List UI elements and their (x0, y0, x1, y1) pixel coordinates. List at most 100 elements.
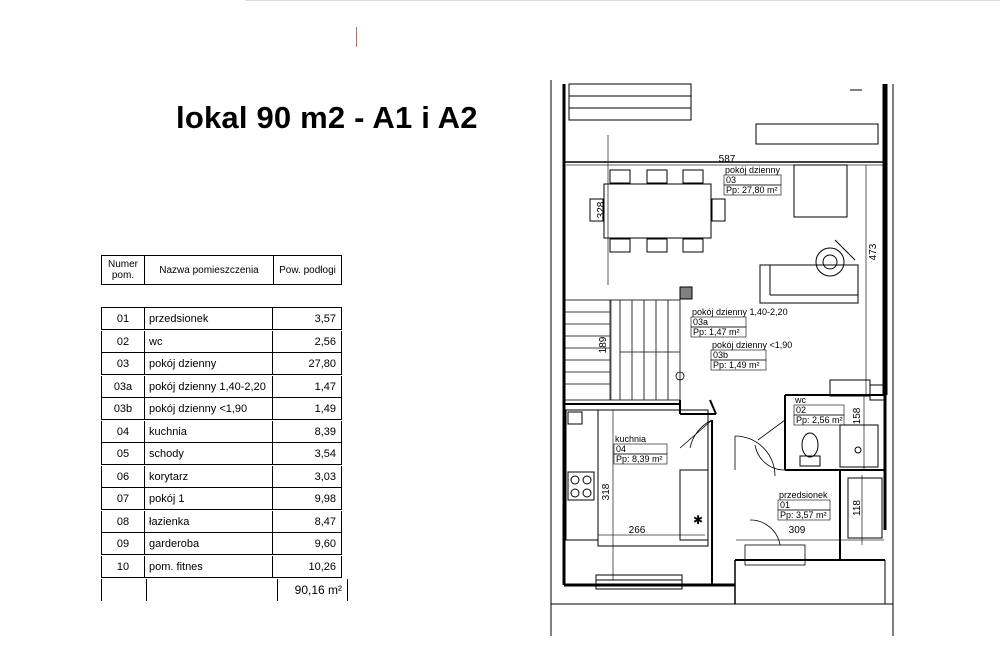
row-num: 04 (101, 420, 145, 443)
row-num: 02 (101, 330, 145, 353)
row-area: 9,98 (273, 488, 342, 510)
dim-kitchen-height: 318 (601, 483, 612, 500)
top-window (568, 83, 879, 145)
row-name: kuchnia (145, 420, 273, 443)
row-name: wc (145, 330, 273, 353)
room-03a-area: Pp: 1,47 m² (693, 327, 740, 337)
wc-fixtures (799, 379, 886, 539)
dimension-labels: 587 328 473 189 318 266 309 158 118 (596, 154, 879, 536)
room-03b-num: 03b (713, 350, 728, 360)
coffee-table (793, 164, 848, 218)
row-area: 8,39 (273, 420, 342, 443)
row-area: 3,54 (273, 443, 342, 465)
row-name: pom. fitnes (145, 555, 273, 578)
room-label-01: przedsionek 01 Pp: 3,57 m² (777, 490, 831, 521)
doors (679, 419, 786, 546)
row-name: garderoba (145, 533, 273, 555)
row-num: 03 (101, 353, 145, 375)
row-area: 10,26 (273, 555, 342, 578)
red-tick-mark (356, 27, 357, 47)
row-name: pokój dzienny (145, 353, 273, 375)
row-num: 10 (101, 555, 145, 578)
room-04-num: 04 (616, 444, 626, 454)
dim-stairs: 189 (598, 336, 609, 353)
kitchen-counter (565, 409, 709, 547)
dim-wc-height: 158 (852, 407, 863, 424)
row-area: 9,60 (273, 533, 342, 555)
dining-table (589, 169, 726, 253)
total-num-cell (101, 579, 147, 601)
dim-height-right: 473 (868, 243, 879, 260)
entrance-steps (744, 544, 806, 566)
star-mark: ✱ (693, 513, 703, 527)
row-area: 3,03 (273, 465, 342, 488)
bottom-window (595, 574, 683, 590)
room-label-03: pokój dzienny 03 Pp: 27,80 m² (723, 165, 782, 196)
total-name-cell (145, 579, 278, 601)
room-04-area: Pp: 8,39 m² (616, 454, 663, 464)
room-02-area: Pp: 2,56 m² (796, 415, 843, 425)
row-name: przedsionek (145, 308, 273, 330)
room-01-num: 01 (780, 500, 790, 510)
room-label-03b: pokój dzienny <1,90 03b Pp: 1,49 m² (710, 340, 792, 371)
row-name: łazienka (145, 510, 273, 533)
row-area: 1,47 (273, 375, 342, 398)
row-area: 8,47 (273, 510, 342, 533)
row-num: 03a (101, 375, 145, 398)
page-title: lokal 90 m2 - A1 i A2 (176, 100, 478, 135)
row-num: 09 (101, 533, 145, 555)
row-name: korytarz (145, 465, 273, 488)
dim-width-top: 587 (719, 154, 736, 165)
room-03-area: Pp: 27,80 m² (726, 185, 778, 195)
room-03a-num: 03a (693, 317, 708, 327)
dim-height-left: 328 (596, 201, 607, 218)
room-label-02: wc 02 Pp: 2,56 m² (793, 395, 845, 426)
room-03b-area: Pp: 1,49 m² (713, 360, 760, 370)
stairs (563, 299, 685, 401)
header-area: Pow. podłogi (273, 255, 342, 285)
room-03-name: pokój dzienny (725, 165, 781, 175)
room-label-04: kuchnia 04 Pp: 8,39 m² (613, 434, 668, 465)
row-num: 07 (101, 488, 145, 510)
row-num: 03b (101, 398, 145, 420)
room-label-03a: pokój dzienny 1,40-2,20 03a Pp: 1,47 m² (690, 307, 788, 338)
room-02-name: wc (794, 395, 806, 405)
row-area: 2,56 (273, 330, 342, 353)
total-row: 90,16 m² (101, 579, 348, 601)
room-01-name: przedsionek (779, 490, 828, 500)
rows-top-border (101, 307, 342, 308)
top-edge-line (245, 0, 1000, 1)
row-num: 05 (101, 443, 145, 465)
row-num: 06 (101, 465, 145, 488)
room-03-num: 03 (726, 175, 736, 185)
internal-walls (564, 394, 885, 585)
row-name: pokój 1 (145, 488, 273, 510)
row-name: schody (145, 443, 273, 465)
row-name: pokój dzienny <1,90 (145, 398, 273, 420)
row-num: 01 (101, 308, 145, 330)
room-03a-name: pokój dzienny 1,40-2,20 (692, 307, 788, 317)
row-area: 3,57 (273, 308, 342, 330)
dim-entry-width: 309 (789, 525, 806, 536)
dim-entry-height: 118 (852, 500, 863, 516)
room-04-name: kuchnia (615, 434, 646, 444)
row-area: 1,49 (273, 398, 342, 420)
column-marker (679, 286, 693, 300)
row-num: 08 (101, 510, 145, 533)
total-area: 90,16 m² (273, 579, 348, 601)
sofa (759, 239, 859, 304)
room-03b-name: pokój dzienny <1,90 (712, 340, 792, 350)
